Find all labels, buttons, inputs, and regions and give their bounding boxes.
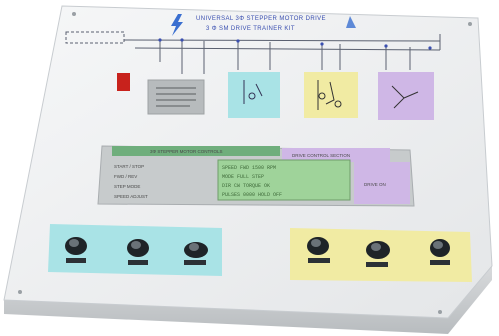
violet-panel xyxy=(378,72,434,120)
teal-panel-symbol xyxy=(243,80,263,104)
board-edge xyxy=(4,266,492,334)
screws xyxy=(18,12,472,314)
red-indicator-icon xyxy=(117,73,130,91)
lcd-row: DIR CW TORQUE OK xyxy=(222,183,270,189)
violet-panel-symbol xyxy=(391,85,419,109)
lcd-row: SPEED FWD 1500 RPM xyxy=(222,165,276,171)
console-left-row: SPEED ADJUST xyxy=(114,194,148,199)
yellow-panel-symbol xyxy=(317,80,342,110)
rotary-knob-icon[interactable] xyxy=(366,241,390,267)
bus-lines xyxy=(65,31,441,74)
console-header-left xyxy=(112,146,280,156)
rotary-knob-icon[interactable] xyxy=(127,239,149,265)
rotary-knob-icon[interactable] xyxy=(430,239,450,265)
gray-module-lines xyxy=(156,87,196,107)
title-line-1: UNIVERSAL 3Φ STEPPER MOTOR DRIVE xyxy=(196,16,326,22)
gray-module xyxy=(147,79,205,115)
console-header-right xyxy=(282,148,390,162)
rotary-knob-icon[interactable] xyxy=(65,237,87,263)
lcd-display xyxy=(217,159,351,201)
console-right-block xyxy=(354,162,410,204)
bus-terminals xyxy=(158,38,432,50)
yellow-panel xyxy=(304,72,358,118)
console-header-right-text: DRIVE CONTROL SECTION xyxy=(292,153,350,158)
lightning-logo-icon xyxy=(171,14,183,36)
console-left-row: STEP MODE xyxy=(114,184,140,189)
title-line-2: 3 Φ SM DRIVE TRAINER KIT xyxy=(206,26,295,32)
console-right-note: DRIVE ON xyxy=(364,182,386,187)
console-header-left-text: 3Φ STEPPER MOTOR CONTROLS xyxy=(150,149,223,154)
console-left-row: FWD / REV xyxy=(114,174,137,179)
rotary-knob-icon[interactable] xyxy=(307,237,330,263)
console-left-rows: START / STOP FWD / REV STEP MODE SPEED A… xyxy=(114,164,148,199)
console-left-row: START / STOP xyxy=(114,164,144,169)
rotary-knob-icon[interactable] xyxy=(184,242,208,265)
lcd-rows: SPEED FWD 1500 RPM MODE FULL STEP DIR CW… xyxy=(222,165,282,198)
flame-icon xyxy=(346,16,356,28)
lcd-row: MODE FULL STEP xyxy=(222,174,264,180)
teal-panel xyxy=(228,72,280,118)
lcd-row: PULSES 0000 HOLD OFF xyxy=(222,192,282,198)
